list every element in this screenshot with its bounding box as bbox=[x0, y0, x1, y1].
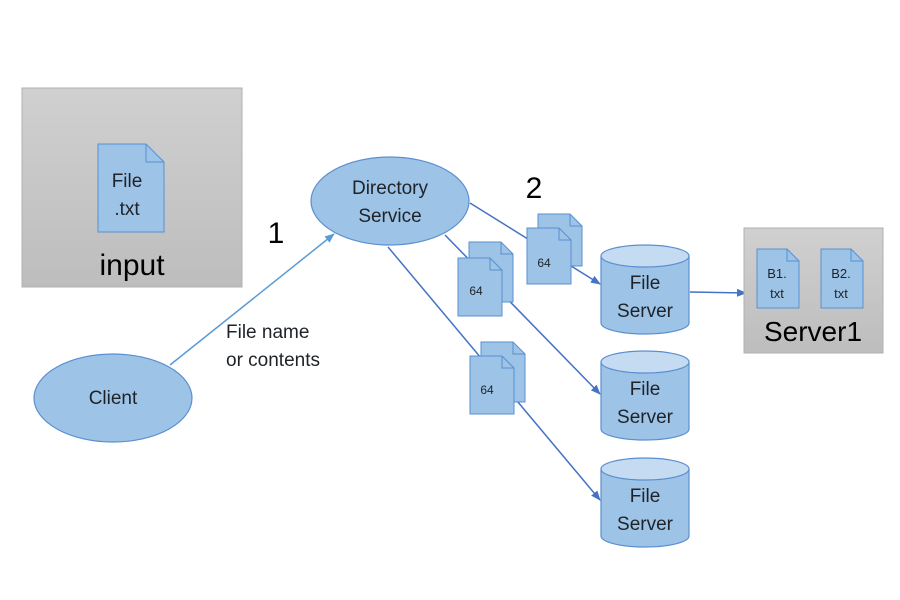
file-icon-line2: .txt bbox=[114, 199, 140, 220]
arrow-server-to-server1 bbox=[689, 288, 747, 297]
step-1-caption-line1: File name bbox=[226, 322, 309, 343]
file-server-2: File Server bbox=[600, 350, 690, 441]
b2-txt-icon: B2. txt bbox=[820, 248, 864, 309]
arrow-client-to-directory bbox=[169, 233, 335, 366]
directory-service-line2: Service bbox=[358, 206, 421, 227]
step-1-label: 1 bbox=[268, 217, 285, 250]
chunk-1-label: 64 bbox=[537, 256, 551, 270]
file-server-1-line2: Server bbox=[617, 301, 674, 322]
input-label: input bbox=[99, 249, 165, 282]
b1-line2: txt bbox=[770, 286, 784, 301]
file-server-1: File Server bbox=[600, 244, 690, 335]
step-1-caption-line2: or contents bbox=[226, 350, 320, 371]
chunk-stack-3: 64 bbox=[469, 341, 526, 415]
b1-line1: B1. bbox=[767, 266, 787, 281]
file-icon-line1: File bbox=[112, 171, 143, 192]
file-server-1-line1: File bbox=[630, 273, 661, 294]
client-node: Client bbox=[33, 353, 193, 443]
client-label: Client bbox=[89, 388, 138, 409]
server1-box: B1. txt B2. txt Server1 bbox=[743, 227, 884, 354]
file-server-2-line1: File bbox=[630, 379, 661, 400]
file-server-3-line2: Server bbox=[617, 514, 674, 535]
chunk-3-label: 64 bbox=[480, 383, 494, 397]
file-txt-icon: File .txt bbox=[97, 143, 165, 233]
b1-txt-icon: B1. txt bbox=[756, 248, 800, 309]
directory-service-line1: Directory bbox=[352, 178, 429, 199]
server1-label: Server1 bbox=[764, 316, 862, 347]
chunk-2-label: 64 bbox=[469, 284, 483, 298]
directory-service-node: Directory Service bbox=[310, 156, 470, 246]
chunk-stack-2: 64 bbox=[457, 241, 514, 317]
b2-line1: B2. bbox=[831, 266, 851, 281]
file-server-2-line2: Server bbox=[617, 407, 674, 428]
file-server-3-line1: File bbox=[630, 486, 661, 507]
b2-line2: txt bbox=[834, 286, 848, 301]
step-2-label: 2 bbox=[526, 172, 543, 205]
chunk-stack-1: 64 bbox=[526, 213, 583, 285]
file-server-3: File Server bbox=[600, 457, 690, 548]
input-box: File .txt input bbox=[21, 87, 243, 288]
